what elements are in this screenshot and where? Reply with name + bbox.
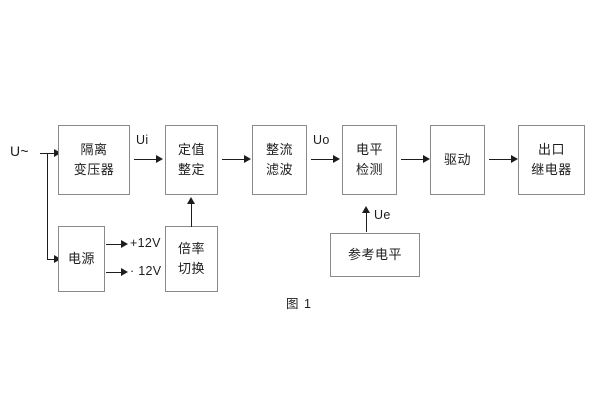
- arrowhead-reference-to-level-detect: [362, 206, 370, 213]
- wire-input-stub: [40, 153, 48, 155]
- level-detect-line2: 检测: [355, 162, 383, 177]
- arrowhead-input-to-transformer: [54, 149, 61, 157]
- block-multiplier-switch[interactable]: 倍率 切换: [165, 226, 218, 292]
- block-reference-level[interactable]: 参考电平: [330, 233, 420, 277]
- wire-input-to-transformer: [47, 153, 56, 155]
- wire-setting-to-rectify: [222, 159, 246, 161]
- block-output-relay[interactable]: 出口 继电器: [518, 125, 585, 195]
- arrowhead-minus12v: [121, 268, 128, 276]
- level-detect-line1: 电平: [355, 141, 383, 157]
- isolation-transformer-line2: 变压器: [73, 162, 115, 177]
- arrowhead-input-to-power-supply: [54, 255, 61, 263]
- drive-line1: 驱动: [443, 151, 471, 167]
- wire-drive-to-output-relay: [489, 159, 513, 161]
- output-relay-line2: 继电器: [531, 162, 572, 177]
- wire-input-to-power-supply: [47, 259, 56, 261]
- rectify-filter-line2: 滤波: [265, 162, 293, 177]
- signal-label-ue: Ue: [374, 208, 391, 222]
- block-setting-adjust[interactable]: 定值 整定: [165, 125, 218, 195]
- arrowhead-rectify-to-level-detect: [333, 155, 340, 163]
- wire-level-detect-to-drive: [401, 159, 425, 161]
- arrowhead-transformer-to-setting: [156, 155, 163, 163]
- multiplier-switch-line1: 倍率: [177, 240, 205, 256]
- figure-caption: 图 1: [286, 297, 312, 311]
- power-supply-line1: 电源: [67, 250, 95, 266]
- wire-multiplier-to-setting: [191, 203, 193, 227]
- rectify-filter-line1: 整流: [265, 141, 293, 157]
- label-plus-12v: +12V: [130, 236, 161, 250]
- arrowhead-level-detect-to-drive: [423, 155, 430, 163]
- wire-reference-to-level-detect: [366, 212, 368, 232]
- block-power-supply[interactable]: 电源: [58, 226, 105, 292]
- isolation-transformer-line1: 隔离: [80, 141, 108, 157]
- setting-adjust-line2: 整定: [177, 162, 205, 177]
- signal-label-ui: Ui: [136, 133, 149, 147]
- signal-label-uo: Uo: [313, 133, 330, 147]
- arrowhead-drive-to-output-relay: [511, 155, 518, 163]
- block-drive[interactable]: 驱动: [430, 125, 485, 195]
- input-label-u: U~: [10, 143, 29, 159]
- arrowhead-plus12v: [121, 240, 128, 248]
- block-rectify-filter[interactable]: 整流 滤波: [252, 125, 307, 195]
- block-isolation-transformer[interactable]: 隔离 变压器: [58, 125, 130, 195]
- arrowhead-setting-to-rectify: [244, 155, 251, 163]
- setting-adjust-line1: 定值: [177, 141, 205, 157]
- wire-transformer-to-setting: [134, 159, 158, 161]
- multiplier-switch-line2: 切换: [177, 261, 205, 276]
- wire-input-vertical-split: [47, 153, 49, 260]
- label-minus-12v: · 12V: [130, 264, 162, 278]
- wire-power-minus12v: [106, 272, 124, 274]
- output-relay-line1: 出口: [537, 141, 565, 157]
- block-level-detect[interactable]: 电平 检测: [342, 125, 397, 195]
- reference-level-line1: 参考电平: [347, 246, 402, 262]
- arrowhead-multiplier-to-setting: [187, 197, 195, 204]
- wire-power-plus12v: [106, 244, 124, 246]
- wire-rectify-to-level-detect: [311, 159, 335, 161]
